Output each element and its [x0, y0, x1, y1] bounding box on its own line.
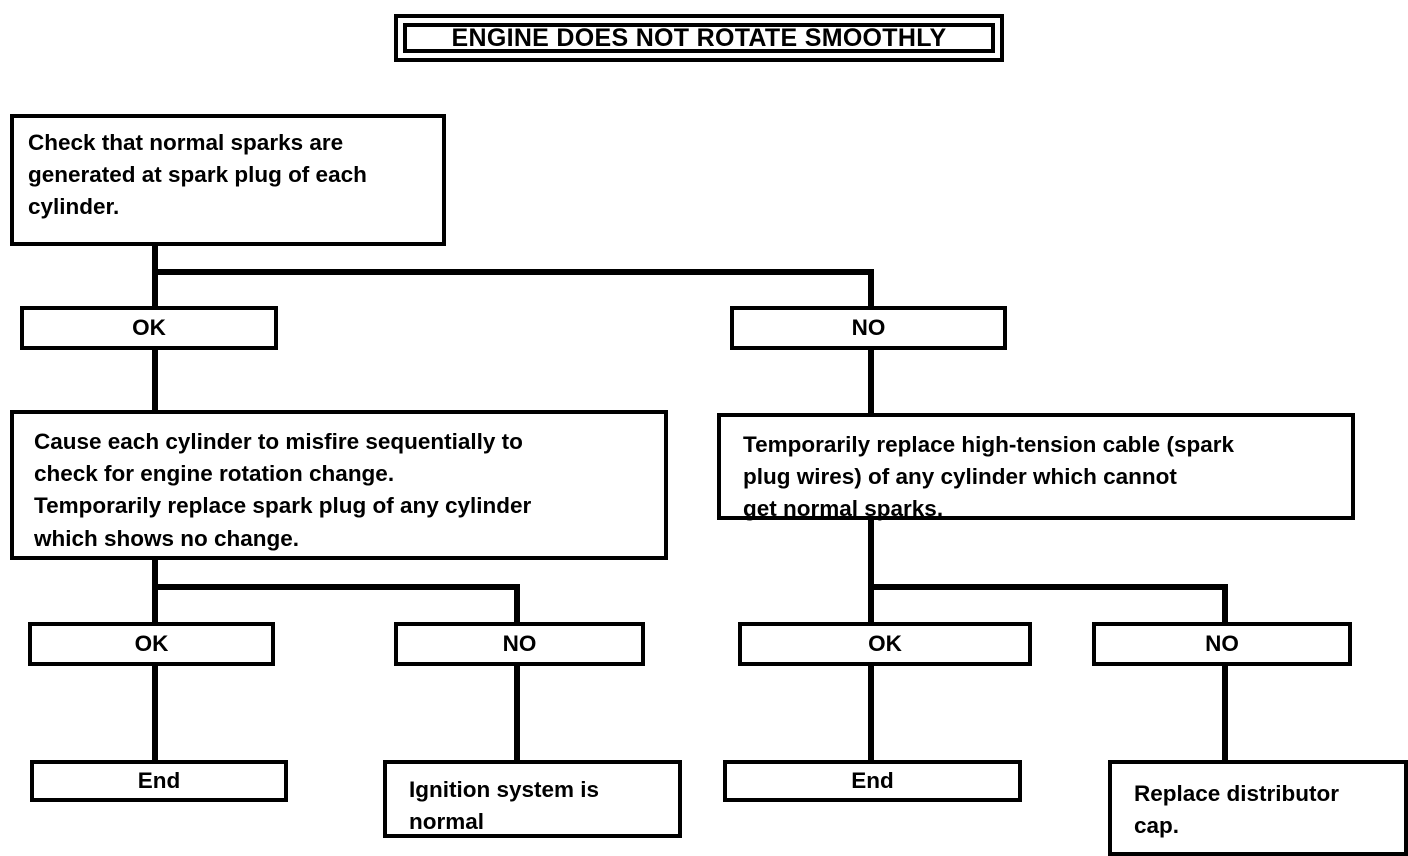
connector-start-down: [152, 243, 158, 275]
connector-split1-horizontal: [152, 269, 874, 275]
node-terminal-left-end: End: [30, 760, 288, 802]
connector-no3-to-replace-cap: [1222, 664, 1228, 762]
node-branch2-right-no-label: NO: [1205, 631, 1239, 656]
connector-no2-to-ignition-normal: [514, 664, 520, 762]
node-terminal-left-end-label: End: [137, 768, 181, 793]
connector-ok2-to-end-left: [152, 664, 158, 762]
connector-split2-left-to-ok: [152, 584, 158, 626]
connector-split1-to-no: [868, 269, 874, 309]
node-branch2-left-ok-label: OK: [134, 631, 169, 656]
node-branch2-right-ok: OK: [738, 622, 1032, 666]
node-branch2-right-no: NO: [1092, 622, 1352, 666]
connector-ok1-to-left-action: [152, 346, 158, 416]
connector-left-action-down: [152, 556, 158, 588]
node-right-action: Temporarily replace high-tension cable (…: [717, 413, 1355, 521]
node-branch2-left-no-label: NO: [502, 631, 537, 656]
node-left-action: Cause each cylinder to misfire sequentia…: [10, 410, 668, 560]
node-right-action-text: Temporarily replace high-tension cable (…: [743, 432, 1234, 522]
node-branch2-left-ok: OK: [28, 622, 275, 666]
node-branch1-no: NO: [730, 306, 1007, 350]
node-left-action-text: Cause each cylinder to misfire sequentia…: [34, 429, 532, 551]
connector-split2-right-horizontal: [868, 584, 1228, 590]
node-branch1-ok-label: OK: [132, 315, 166, 340]
node-branch2-right-ok-label: OK: [868, 631, 902, 656]
connector-split2-right-to-ok: [868, 584, 874, 626]
connector-split2-left-to-no: [514, 584, 520, 626]
connector-split2-right-to-no: [1222, 584, 1228, 626]
node-branch2-left-no: NO: [394, 622, 645, 666]
chart-title-box: ENGINE DOES NOT ROTATE SMOOTHLY: [394, 14, 1004, 62]
connector-split1-to-ok: [152, 269, 158, 309]
connector-ok3-to-end-right: [868, 664, 874, 762]
node-terminal-right-end-label: End: [851, 768, 894, 793]
connector-split2-left-horizontal: [152, 584, 520, 590]
chart-title-inner-border: ENGINE DOES NOT ROTATE SMOOTHLY: [403, 23, 995, 53]
node-start-check: Check that normal sparks are generated a…: [10, 114, 446, 246]
node-terminal-replace-cap-text: Replace distributor cap.: [1134, 781, 1340, 839]
node-terminal-right-end: End: [723, 760, 1022, 802]
node-branch1-ok: OK: [20, 306, 278, 350]
connector-right-action-down: [868, 516, 874, 588]
node-start-check-text: Check that normal sparks are generated a…: [28, 130, 367, 220]
node-terminal-replace-cap: Replace distributor cap.: [1108, 760, 1408, 856]
connector-no1-to-right-action: [868, 346, 874, 418]
page-title: ENGINE DOES NOT ROTATE SMOOTHLY: [451, 23, 947, 52]
node-branch1-no-label: NO: [851, 315, 886, 340]
node-terminal-ignition-normal: Ignition system is normal: [383, 760, 682, 838]
node-terminal-ignition-normal-text: Ignition system is normal: [409, 777, 600, 835]
